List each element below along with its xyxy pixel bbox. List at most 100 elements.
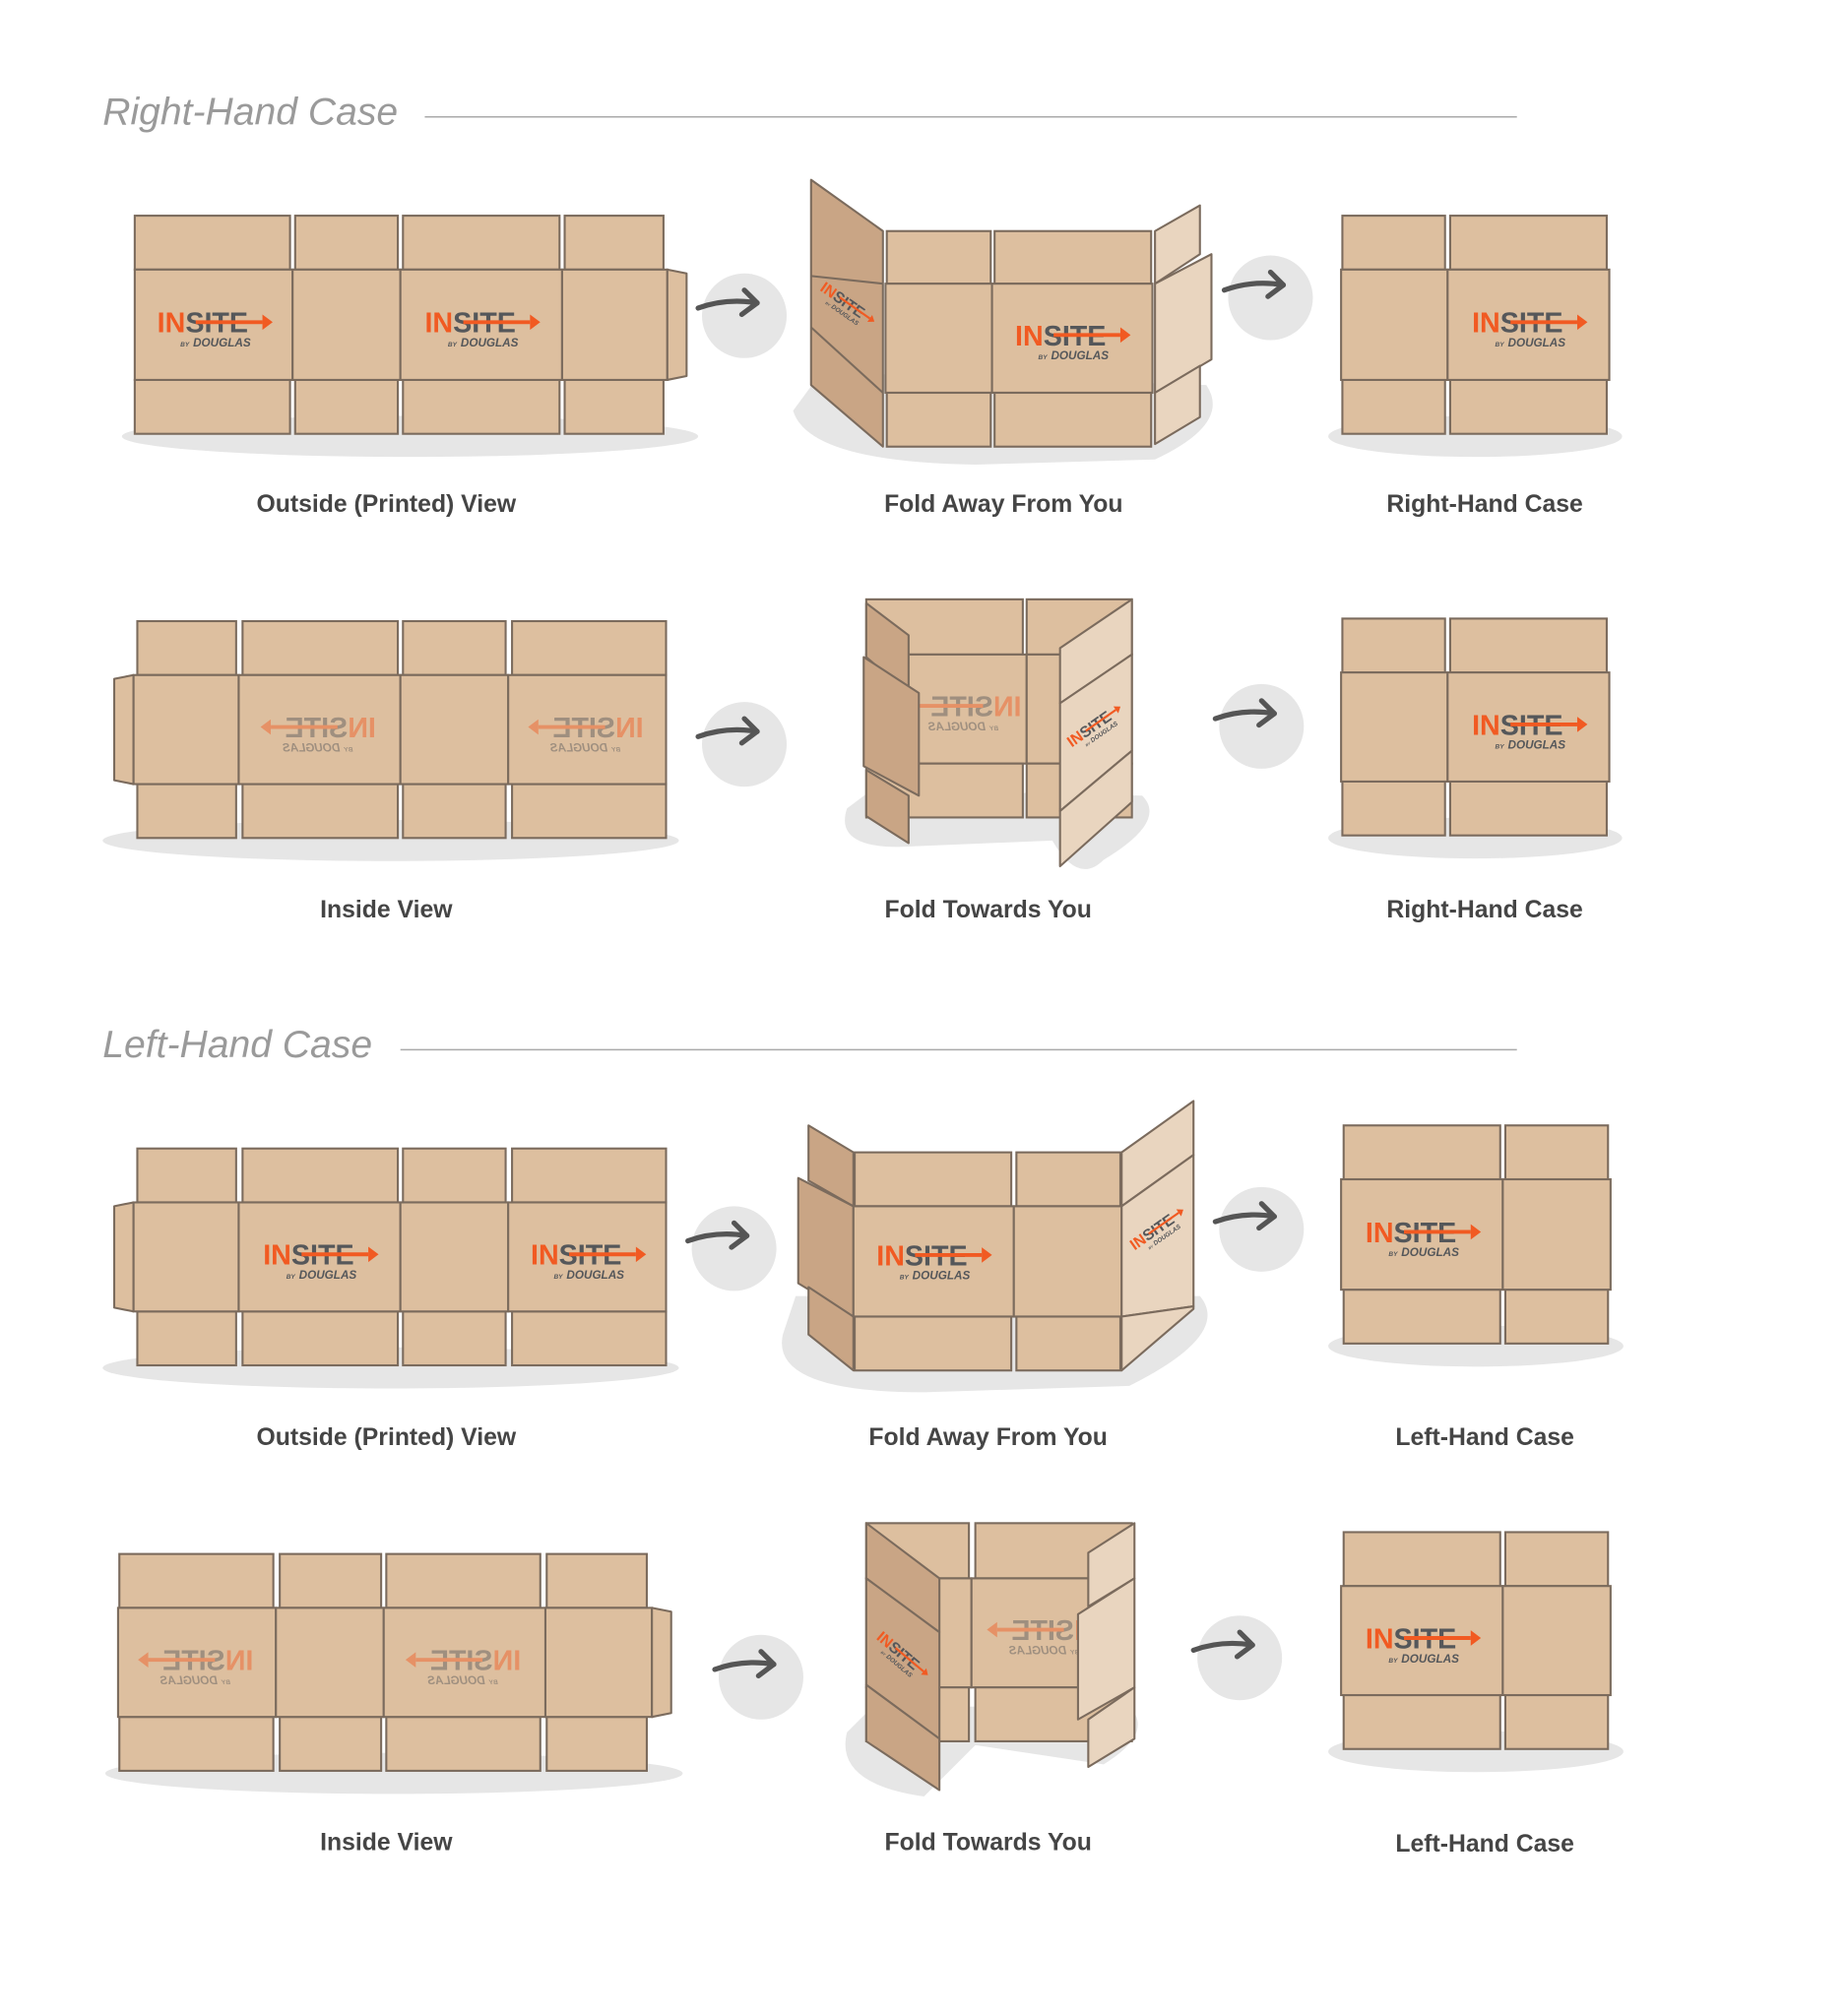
top-flap — [136, 1147, 237, 1204]
arrow-backdrop — [718, 1634, 803, 1720]
side-panel — [116, 1606, 278, 1719]
top-flap — [402, 215, 561, 271]
bottom-flap — [545, 1716, 648, 1772]
side-panel — [1501, 1177, 1612, 1292]
side-panel — [275, 1606, 385, 1719]
step-arrow-icon — [695, 273, 788, 358]
top-flap — [885, 229, 992, 285]
arrow-backdrop — [691, 1206, 777, 1292]
section-title: Right-Hand Case — [102, 92, 398, 134]
step-arrow-icon — [695, 702, 788, 788]
bottom-flap — [402, 1310, 507, 1367]
side-panel — [291, 268, 402, 381]
arrow-head — [738, 716, 760, 746]
top-flap — [563, 215, 665, 271]
bottom-flap — [807, 1286, 855, 1372]
step-arrow-icon — [1212, 1186, 1305, 1272]
logo-arrow — [262, 314, 273, 331]
step-label: Fold Away From You — [884, 491, 1122, 518]
bottom-flap — [1448, 378, 1608, 435]
glue-tab — [112, 1201, 135, 1313]
logo-arrow — [635, 1246, 647, 1263]
logo-wordmark: INSITE — [286, 713, 376, 744]
section-title: Left-Hand Case — [102, 1024, 372, 1066]
side-panel — [884, 283, 993, 395]
top-flap — [1342, 1531, 1501, 1588]
bottom-flap — [1503, 1289, 1610, 1345]
step-label: Inside View — [320, 897, 453, 923]
side-panel — [399, 673, 510, 786]
top-flap — [385, 1552, 542, 1609]
logo-arrow — [1576, 314, 1588, 331]
logo-arrow — [987, 1621, 997, 1638]
top-flap — [118, 1552, 275, 1609]
logo-strike — [1085, 709, 1116, 732]
arrow-shaft — [685, 1231, 750, 1244]
logo-arrow — [1113, 706, 1121, 714]
bottom-flap — [1058, 749, 1133, 868]
bottom-flap — [864, 1683, 941, 1792]
logo-strike — [1148, 1212, 1179, 1235]
bottom-flap — [293, 378, 400, 435]
arrow-shaft — [1190, 1640, 1255, 1653]
logo-wordmark: INSITE — [430, 1646, 521, 1677]
logo-strike — [894, 1647, 924, 1672]
step-label: Left-Hand Case — [1395, 1831, 1574, 1858]
left-side-panel — [809, 178, 884, 448]
logo-byline: BYDOUGLAS — [427, 1674, 498, 1687]
arrow-head — [755, 1649, 777, 1679]
arrow-head — [738, 287, 760, 318]
bottom-flap — [402, 378, 561, 435]
arrow-shaft — [1212, 1212, 1277, 1225]
logo-arrow — [405, 1652, 416, 1668]
logo-arrow — [368, 1246, 379, 1263]
bottom-flap — [1342, 1693, 1501, 1750]
left-side-panel — [862, 656, 921, 797]
step-arrow-icon — [712, 1634, 803, 1720]
side-panel — [1501, 1585, 1612, 1697]
bottom-flap — [563, 378, 665, 435]
top-flap — [133, 215, 291, 271]
bottom-flap — [279, 1716, 383, 1772]
arrow-shaft — [695, 298, 760, 311]
logo-byline: BYDOUGLAS — [550, 741, 621, 754]
logo-arrow — [1470, 1630, 1482, 1646]
step-label: Fold Towards You — [884, 1830, 1091, 1857]
bottom-flap — [136, 783, 237, 840]
logo-arrow — [138, 1652, 149, 1668]
arrow-backdrop — [1219, 683, 1305, 769]
top-flap — [402, 619, 507, 676]
step-arrow-icon — [1212, 683, 1305, 769]
logo-arrow — [866, 314, 875, 323]
logo-wordmark: INSITE — [930, 691, 1021, 723]
logo-byline: BYDOUGLAS — [159, 1674, 230, 1687]
step-label: Outside (Printed) View — [257, 491, 517, 518]
bottom-flap — [885, 391, 992, 448]
side-panel — [543, 1606, 654, 1719]
top-flap — [1341, 617, 1446, 674]
bottom-flap — [1341, 378, 1446, 435]
top-flap — [854, 1151, 1013, 1208]
top-flap — [545, 1552, 648, 1609]
fold-line — [810, 326, 884, 394]
bottom-flap — [118, 1716, 275, 1772]
logo-byline: BYDOUGLAS — [1009, 1644, 1080, 1657]
logo-arrow — [921, 1668, 928, 1675]
bottom-flap — [993, 391, 1153, 448]
